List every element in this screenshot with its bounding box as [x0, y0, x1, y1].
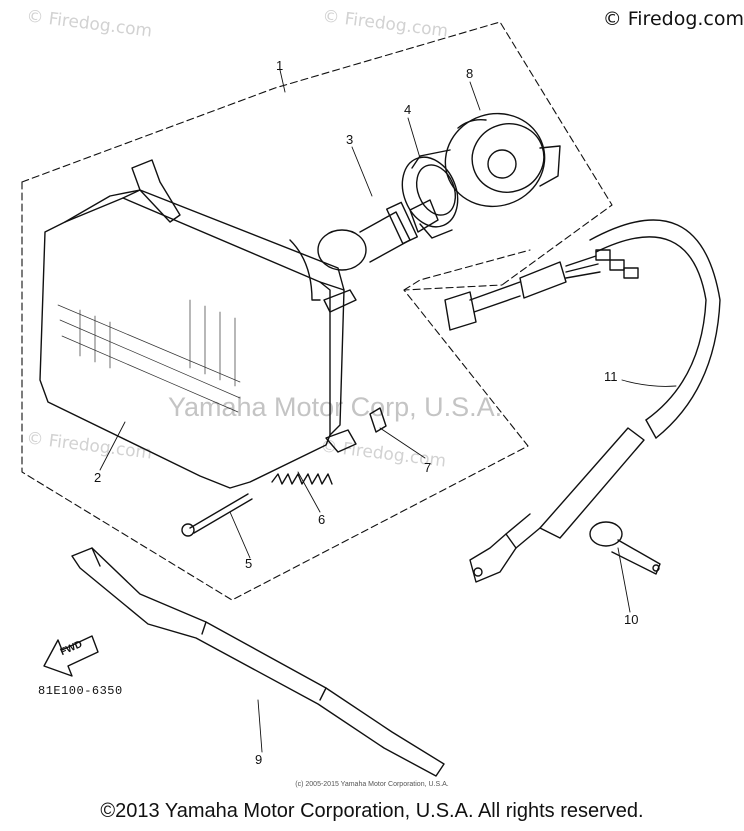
callout-1: 1: [276, 58, 284, 73]
small-copyright: (c) 2005-2015 Yamaha Motor Corporation, …: [295, 781, 449, 788]
adjusting-screw: [181, 493, 253, 537]
fwd-arrow: [43, 635, 99, 677]
assembly-boundary: [21, 21, 613, 601]
callout-11: 11: [604, 369, 618, 384]
diagram-part-code: 81E100-6350: [38, 684, 123, 698]
callout-2: 2: [94, 470, 102, 485]
callout-8: 8: [466, 66, 474, 81]
leader-lines: [99, 69, 677, 753]
wire-assembly-boundary: [403, 249, 531, 291]
watermark-firedog-corner: © Firedog.com: [602, 8, 744, 30]
bulb: [317, 199, 439, 271]
callout-6: 6: [318, 512, 326, 527]
headlight-bracket: [71, 547, 445, 777]
callout-10: 10: [624, 612, 639, 627]
watermark-yamaha: Yamaha Motor Corp, U.S.A.: [168, 392, 503, 422]
bulb-cover: [444, 112, 561, 208]
cable-clamp: [589, 521, 661, 575]
callout-7: 7: [424, 460, 432, 475]
headlight-unit: [39, 159, 357, 489]
callout-4: 4: [404, 102, 412, 117]
callout-5: 5: [245, 556, 253, 571]
clip: [369, 407, 387, 433]
spring: [271, 473, 333, 485]
footer-copyright: ©2013 Yamaha Motor Corporation, U.S.A. A…: [100, 800, 644, 822]
callout-9: 9: [255, 752, 263, 767]
wire-harness: [444, 219, 721, 583]
bulb-socket: [401, 149, 459, 239]
callout-3: 3: [346, 132, 354, 147]
